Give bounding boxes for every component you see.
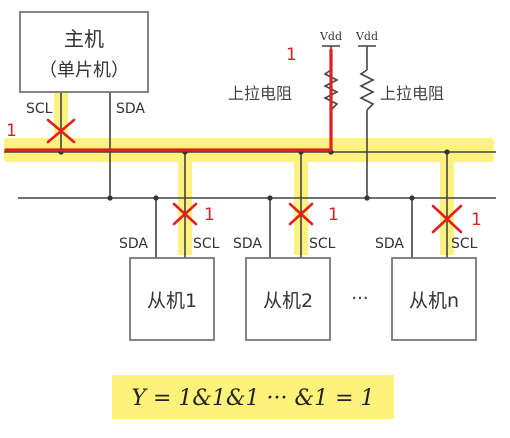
slaven-scl-label: SCL: [451, 236, 478, 252]
level-mark-slave1: 1: [204, 205, 215, 225]
formula-text: Y = 1&1&1 ··· &1 = 1: [131, 386, 374, 411]
junction-dot: [267, 195, 273, 201]
slaven-label: 从机n: [409, 290, 459, 312]
vdd-label-2: Vdd: [355, 30, 378, 43]
junction-dot: [153, 195, 159, 201]
pulled-high-path: [4, 48, 333, 152]
pullup-label-1: 上拉电阻: [228, 84, 292, 103]
slaven-sda-label: SDA: [375, 236, 404, 252]
slave2-x-mark: [288, 202, 314, 226]
master-x-mark: [46, 118, 76, 144]
level-mark-slave2: 1: [328, 205, 339, 225]
slave1-sda-label: SDA: [119, 236, 148, 252]
x-marks: [46, 118, 463, 234]
slave1-box: [129, 257, 215, 341]
pullup-label-2: 上拉电阻: [380, 84, 444, 103]
slave2-scl-label: SCL: [309, 236, 336, 252]
slaves-ellipsis: ···: [351, 288, 368, 309]
master-title: 主机: [64, 27, 104, 51]
master-box: [19, 11, 149, 93]
scl-highlight: [4, 90, 494, 255]
pullup-resistor-2: [359, 69, 375, 111]
vdd-label-1: Vdd: [319, 30, 342, 43]
formula-highlight: [112, 375, 394, 419]
slave2-sda-label: SDA: [233, 236, 262, 252]
level-mark-master: 1: [6, 121, 17, 141]
slaven-box: [391, 257, 477, 341]
master-scl-label: SCL: [26, 101, 53, 117]
level-mark-slaven: 1: [471, 210, 482, 230]
slave2-label: 从机2: [263, 290, 313, 312]
master-subtitle: （单片机）: [39, 60, 129, 81]
slaven-x-mark: [431, 204, 463, 234]
slave2-box: [245, 257, 331, 341]
junction-dot: [107, 195, 113, 201]
level-mark-pullup: 1: [286, 45, 297, 65]
slave1-x-mark: [172, 202, 198, 226]
junction-dot: [364, 195, 370, 201]
junction-dot: [444, 149, 450, 155]
slave1-label: 从机1: [147, 290, 197, 312]
master-sda-label: SDA: [116, 101, 145, 117]
slave1-scl-label: SCL: [193, 236, 220, 252]
junction-dot: [409, 195, 415, 201]
